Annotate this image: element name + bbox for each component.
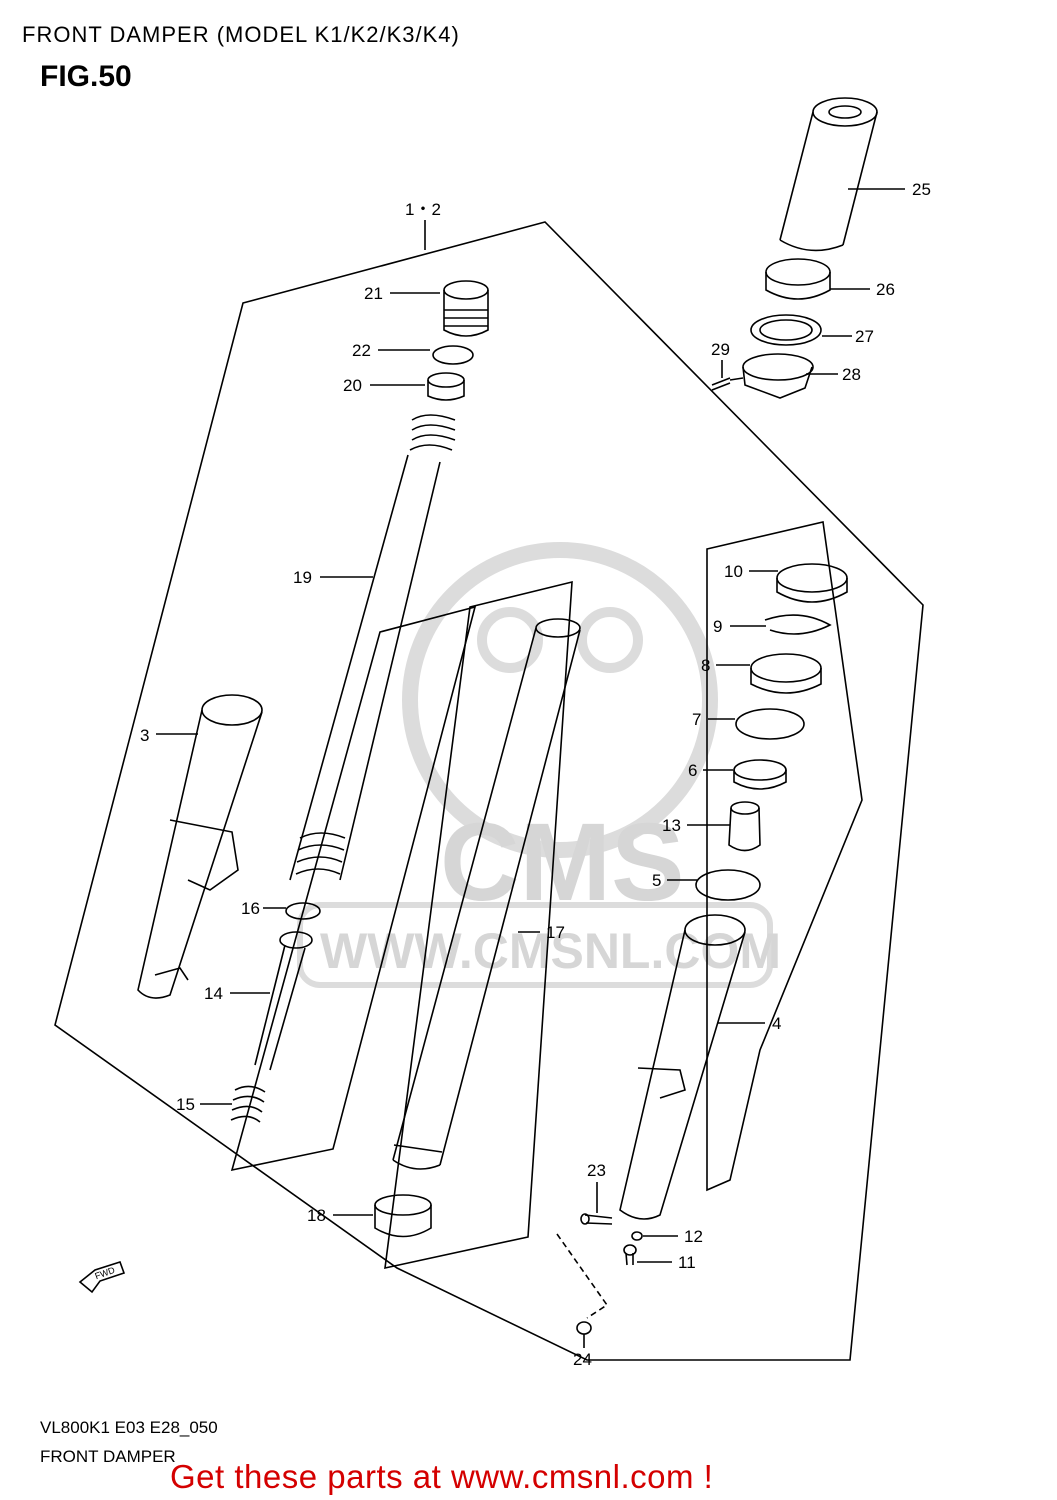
label-8: 8 bbox=[701, 656, 710, 675]
assembly-outline bbox=[54, 221, 924, 1361]
label-12: 12 bbox=[684, 1227, 703, 1246]
label-16: 16 bbox=[241, 899, 260, 918]
label-28: 28 bbox=[842, 365, 861, 384]
label-21: 21 bbox=[364, 284, 383, 303]
label-24: 24 bbox=[573, 1350, 592, 1369]
label-6: 6 bbox=[688, 761, 697, 780]
guide-bushing bbox=[733, 759, 787, 790]
screw bbox=[711, 377, 731, 391]
cap bbox=[576, 1321, 592, 1335]
label-5: 5 bbox=[652, 871, 661, 890]
label-9: 9 bbox=[713, 617, 722, 636]
damper-cylinder bbox=[254, 931, 313, 1071]
label-13: 13 bbox=[662, 816, 681, 835]
dust-seal bbox=[776, 563, 848, 603]
cta-link[interactable]: Get these parts at www.cmsnl.com ! bbox=[170, 1458, 714, 1495]
label-22: 22 bbox=[352, 341, 371, 360]
diagram-name: FRONT DAMPER bbox=[40, 1447, 176, 1466]
label-1-2: 1・2 bbox=[405, 200, 441, 219]
label-4: 4 bbox=[772, 1014, 781, 1033]
snap-ring bbox=[695, 869, 761, 901]
label-10: 10 bbox=[724, 562, 743, 581]
label-3: 3 bbox=[140, 726, 149, 745]
leader-lines bbox=[156, 188, 905, 1348]
label-15: 15 bbox=[176, 1095, 195, 1114]
washer bbox=[750, 314, 822, 346]
damper-rod bbox=[289, 414, 456, 881]
diagram-code: VL800K1 E03 E28_050 bbox=[40, 1418, 218, 1437]
oil-lock-piece bbox=[728, 801, 761, 852]
spacer bbox=[427, 372, 465, 401]
damper-bolt bbox=[580, 1213, 613, 1225]
drain-screw bbox=[623, 1244, 637, 1266]
ring bbox=[285, 902, 321, 920]
stopper-ring bbox=[764, 614, 832, 635]
label-20: 20 bbox=[343, 376, 362, 395]
subassembly-outline-right bbox=[706, 521, 863, 1192]
label-19: 19 bbox=[293, 568, 312, 587]
label-18: 18 bbox=[307, 1206, 326, 1225]
label-26: 26 bbox=[876, 280, 895, 299]
inner-tube bbox=[392, 618, 581, 1170]
nut bbox=[765, 258, 831, 300]
rubber-cover bbox=[779, 97, 878, 252]
label-25: 25 bbox=[912, 180, 931, 199]
oil-seal-retainer bbox=[735, 708, 805, 740]
part-labels: 1・2 3 4 5 6 7 8 9 10 11 12 13 14 15 16 1… bbox=[94, 180, 931, 1369]
subassembly-outline-left bbox=[230, 605, 477, 1172]
outer-tube-left bbox=[137, 694, 263, 999]
watermark: CMS WWW.CMSNL.COM bbox=[297, 542, 781, 988]
figure-number: FIG.50 bbox=[40, 60, 132, 93]
outer-tube-right bbox=[619, 914, 746, 1220]
gasket bbox=[631, 1231, 643, 1241]
slide-bushing bbox=[374, 1194, 432, 1238]
fwd-arrow-icon bbox=[78, 1261, 126, 1294]
subassembly-outline-bottom bbox=[556, 1233, 609, 1319]
cap-bolt bbox=[443, 280, 489, 337]
label-17: 17 bbox=[546, 923, 565, 942]
watermark-url: WWW.CMSNL.COM bbox=[320, 923, 781, 979]
o-ring bbox=[432, 345, 474, 365]
bracket bbox=[729, 353, 814, 399]
subassembly-outline-center bbox=[384, 580, 573, 1270]
oil-seal bbox=[750, 653, 822, 694]
rebound-spring bbox=[230, 1085, 266, 1123]
label-23: 23 bbox=[587, 1161, 606, 1180]
label-27: 27 bbox=[855, 327, 874, 346]
label-29: 29 bbox=[711, 340, 730, 359]
label-7: 7 bbox=[692, 710, 701, 729]
label-14: 14 bbox=[204, 984, 223, 1003]
page-title: FRONT DAMPER (MODEL K1/K2/K3/K4) bbox=[22, 22, 460, 47]
label-11: 11 bbox=[678, 1253, 696, 1272]
